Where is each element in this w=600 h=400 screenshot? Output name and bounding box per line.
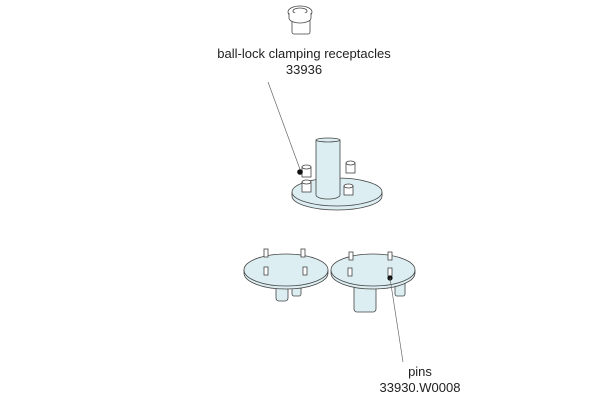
receptacles-label: ball-lock clamping receptacles 33936: [200, 46, 408, 78]
pin-plate-right: [330, 251, 416, 313]
pins-leader-line: [389, 277, 404, 363]
base-plate-with-receptacles: [291, 137, 383, 211]
receptacle-leader-line: [267, 81, 302, 173]
pins-part-number: 33930.W0008: [379, 380, 461, 395]
pins-name: pins: [408, 364, 432, 379]
pin-plate-left: [243, 248, 329, 302]
receptacle-marker-dot: [297, 169, 303, 175]
receptacle-part: [287, 5, 313, 35]
pins-label: pins 33930.W0008: [370, 364, 470, 396]
receptacles-name: ball-lock clamping receptacles: [217, 46, 391, 61]
receptacles-part-number: 33936: [285, 62, 323, 77]
